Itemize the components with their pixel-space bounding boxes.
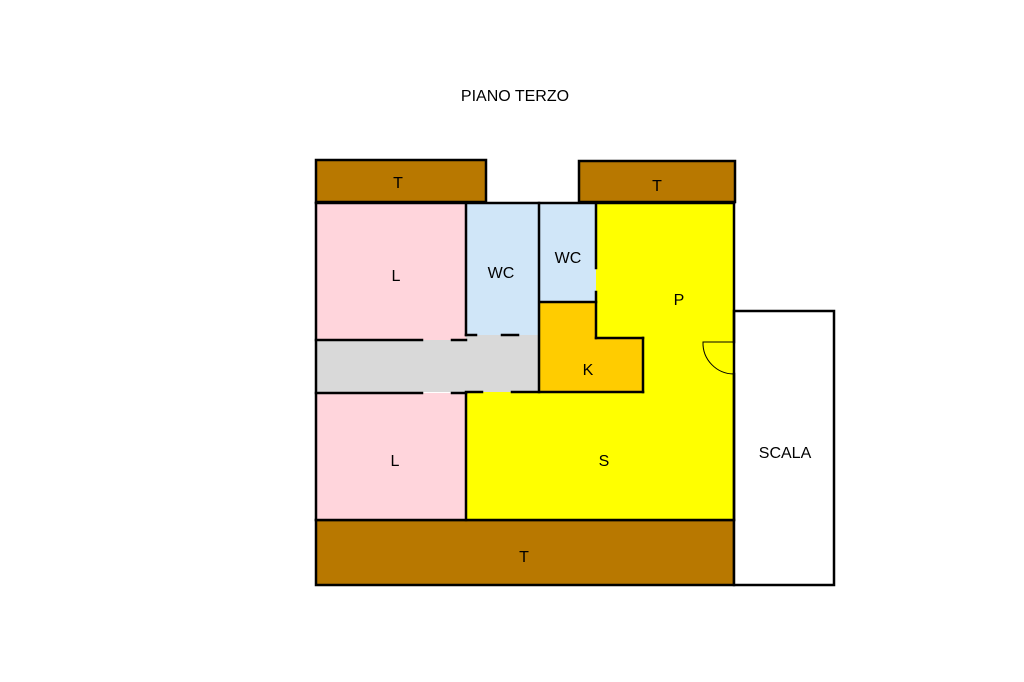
label-terrace-bottom: T — [519, 549, 529, 566]
wc-right — [540, 203, 596, 302]
label-stairs: SCALA — [759, 445, 812, 462]
wc-left — [466, 203, 538, 335]
terrace-top-left — [314, 158, 488, 204]
label-terrace-top-left: T — [393, 175, 403, 192]
label-wc-left: WC — [488, 265, 515, 282]
bedroom-top — [316, 203, 466, 340]
living-room — [466, 203, 734, 520]
plan-title: PIANO TERZO — [460, 88, 570, 105]
bedroom-bottom — [316, 393, 466, 520]
label-entrance: P — [674, 292, 685, 309]
hallway — [316, 335, 540, 392]
stairs — [732, 309, 836, 587]
entrance-door-swing — [702, 341, 735, 375]
label-bedroom-top: L — [392, 268, 401, 285]
label-kitchen: K — [583, 362, 594, 379]
label-bedroom-bottom: L — [391, 453, 400, 470]
label-terrace-top-right: T — [652, 178, 662, 195]
walls — [314, 201, 736, 522]
kitchen — [540, 302, 643, 392]
label-wc-right: WC — [555, 250, 582, 267]
label-living: S — [599, 453, 610, 470]
